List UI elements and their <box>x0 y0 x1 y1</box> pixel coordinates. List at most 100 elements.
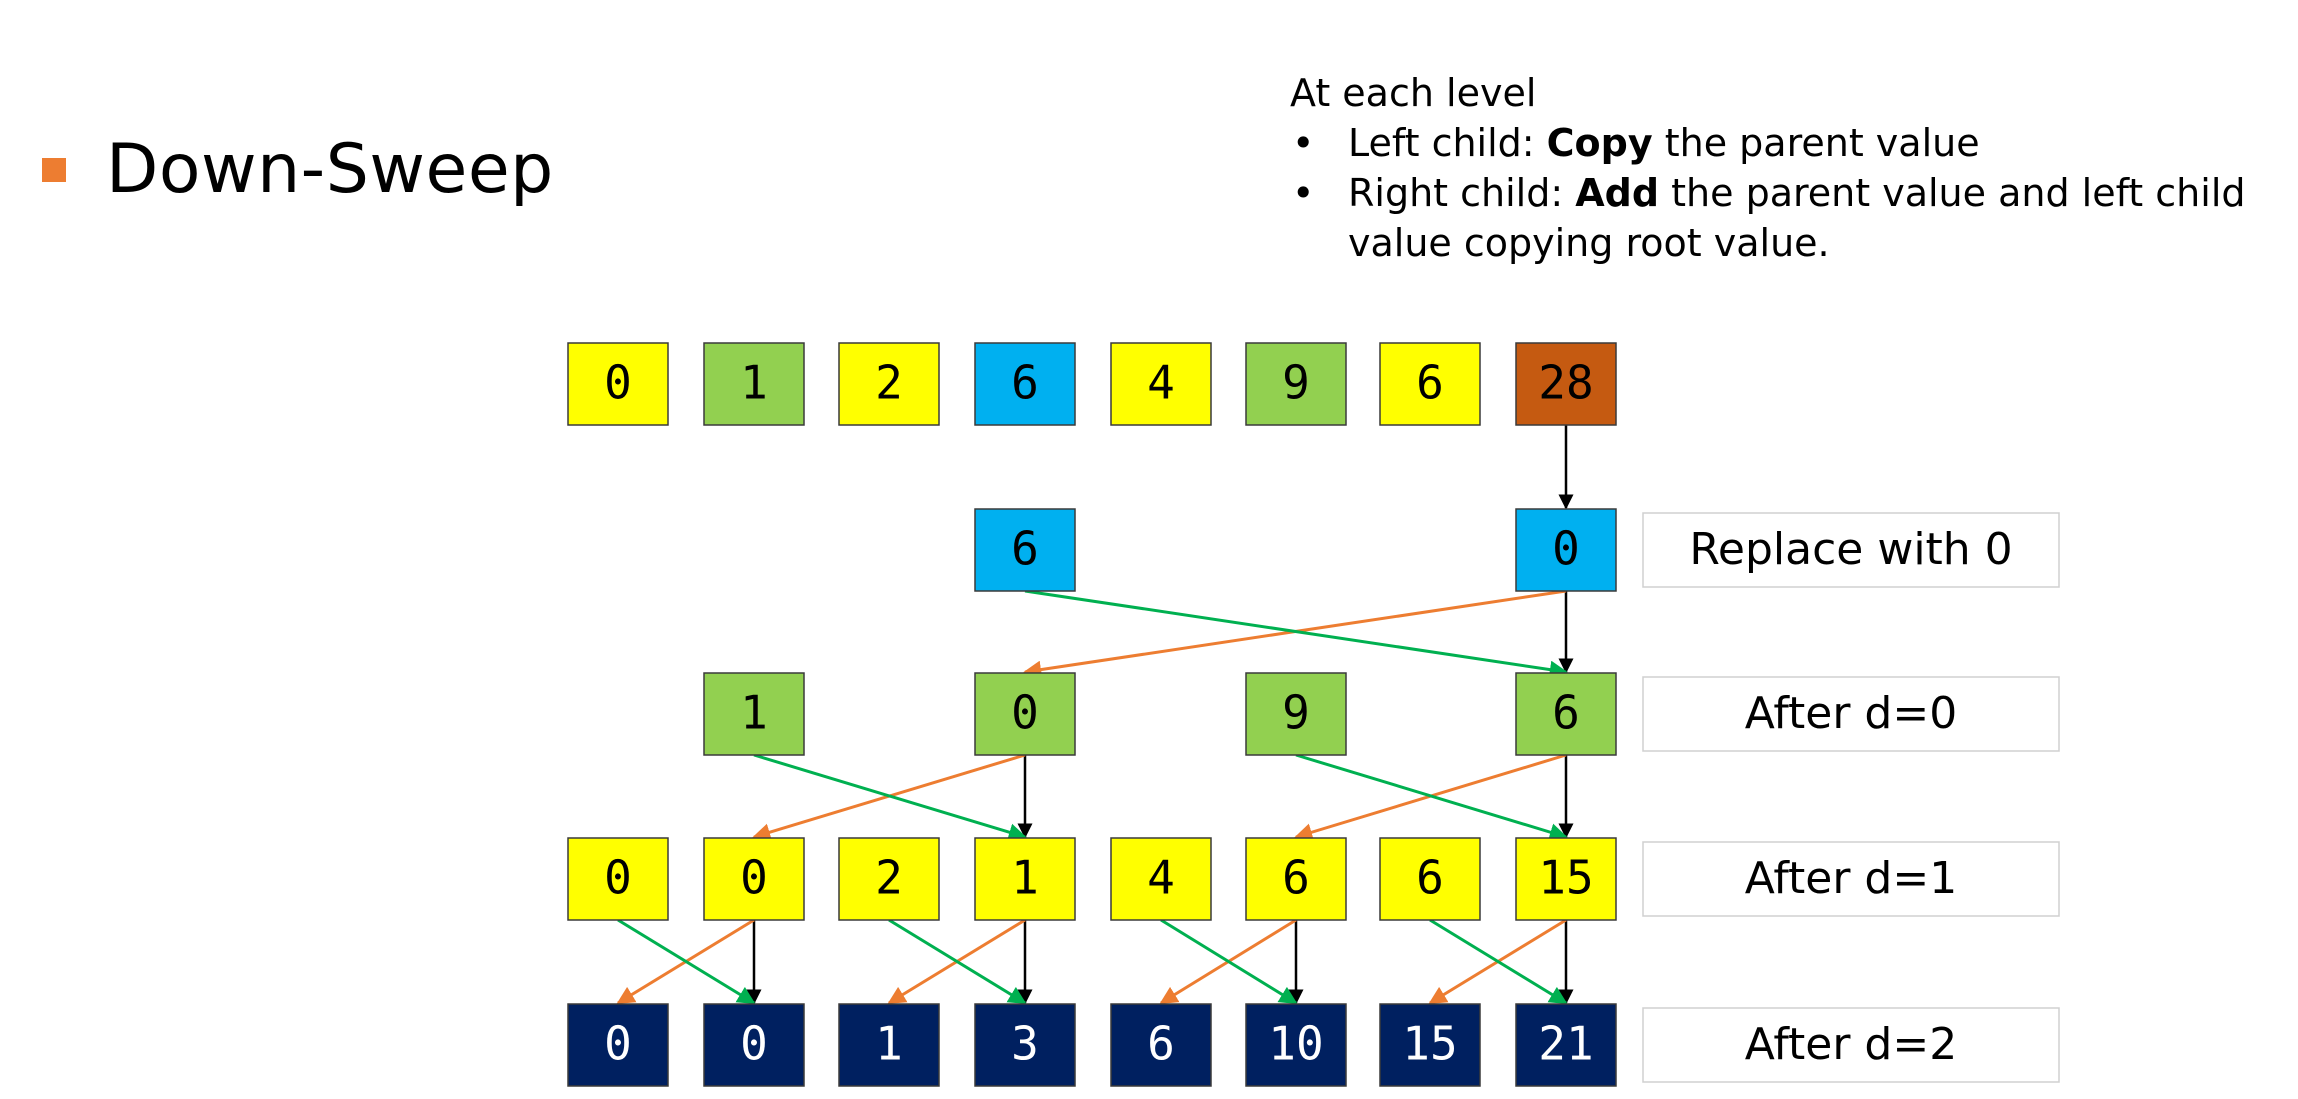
cell-d2-3: 3 <box>974 1003 1076 1087</box>
cell-value: 1 <box>1011 851 1039 905</box>
notes-item-continuation: value copying root value. <box>1348 221 1830 265</box>
notes-item-prefix: Right child: <box>1348 171 1576 215</box>
cell-box <box>567 1003 669 1087</box>
arrow-add-12 <box>617 918 756 1005</box>
arrow-add-15 <box>888 918 1027 1005</box>
row-label-d1: After d=1 <box>1642 841 2060 917</box>
cell-value: 0 <box>604 356 632 410</box>
cell-box <box>974 1003 1076 1087</box>
cell-value: 9 <box>1282 686 1310 740</box>
cell-d0-1: 1 <box>703 672 805 756</box>
row-label-text: After d=0 <box>1745 688 1957 739</box>
cell-value: 0 <box>740 1017 768 1071</box>
arrow-add-18 <box>1160 918 1298 1005</box>
cell-value: 6 <box>1552 686 1580 740</box>
cell-d1-7: 15 <box>1515 837 1617 921</box>
cell-value: 6 <box>1282 851 1310 905</box>
cell-d1-5: 6 <box>1245 837 1347 921</box>
cell-value: 2 <box>875 356 903 410</box>
cell-d2-0: 0 <box>567 1003 669 1087</box>
cell-value: 0 <box>604 851 632 905</box>
cell-value: 1 <box>875 1017 903 1071</box>
cell-box <box>838 1003 940 1087</box>
cell-value: 0 <box>1011 686 1039 740</box>
cell-d2-4: 6 <box>1110 1003 1212 1087</box>
cell-box <box>1515 837 1617 921</box>
cell-input-1: 1 <box>703 342 805 426</box>
cell-value: 6 <box>1416 851 1444 905</box>
title-row: Down-Sweep <box>42 130 554 209</box>
cell-box <box>838 342 940 426</box>
row-label-box <box>1642 841 2060 917</box>
row-label-root: Replace with 0 <box>1642 512 2060 588</box>
cell-value: 6 <box>1011 356 1039 410</box>
cell-d2-5: 10 <box>1245 1003 1347 1087</box>
cell-box <box>1515 672 1617 756</box>
cell-box <box>703 672 805 756</box>
arrow-add-3 <box>1024 589 1568 679</box>
arrow-add-6 <box>753 753 1027 841</box>
cell-value: 0 <box>1552 522 1580 576</box>
cell-input-6: 6 <box>1379 342 1481 426</box>
cell-box <box>1245 837 1347 921</box>
cell-d0-5: 9 <box>1245 672 1347 756</box>
cell-box <box>1110 837 1212 921</box>
notes-item-left-child: • Left child: Copy the parent value <box>1290 118 2246 168</box>
cell-box <box>1515 342 1617 426</box>
cell-input-7: 28 <box>1515 342 1617 426</box>
cell-value: 4 <box>1147 851 1175 905</box>
cell-input-2: 2 <box>838 342 940 426</box>
cell-box <box>567 837 669 921</box>
cell-d0-7: 6 <box>1515 672 1617 756</box>
cell-d1-4: 4 <box>1110 837 1212 921</box>
notes-item-keyword: Add <box>1575 171 1660 215</box>
slide-title: Down-Sweep <box>106 130 554 209</box>
cell-value: 1 <box>740 686 768 740</box>
cell-value: 10 <box>1268 1017 1323 1071</box>
cell-d1-2: 2 <box>838 837 940 921</box>
cell-d2-7: 21 <box>1515 1003 1617 1087</box>
row-label-text: After d=1 <box>1745 853 1957 904</box>
cell-input-5: 9 <box>1245 342 1347 426</box>
arrow-add-21 <box>1429 918 1568 1005</box>
cell-box <box>1245 1003 1347 1087</box>
cell-box <box>1515 1003 1617 1087</box>
cell-d1-0: 0 <box>567 837 669 921</box>
cell-value: 6 <box>1011 522 1039 576</box>
notes-item-prefix: Left child: <box>1348 121 1547 165</box>
cell-value: 0 <box>740 851 768 905</box>
cell-box <box>1110 342 1212 426</box>
cell-box <box>1245 672 1347 756</box>
cell-value: 2 <box>875 851 903 905</box>
cell-input-4: 4 <box>1110 342 1212 426</box>
notes-heading: At each level <box>1290 71 1537 115</box>
cell-d2-2: 1 <box>838 1003 940 1087</box>
cell-value: 9 <box>1282 356 1310 410</box>
cell-box <box>1515 508 1617 592</box>
notes-item-suffix: the parent value and left child <box>1659 171 2246 215</box>
title-bullet-icon <box>42 157 66 182</box>
cell-box <box>703 1003 805 1087</box>
cell-box <box>1379 1003 1481 1087</box>
row-label-d2: After d=2 <box>1642 1007 2060 1083</box>
notes-item-suffix: the parent value <box>1652 121 1980 165</box>
cell-box <box>974 508 1076 592</box>
cell-input-3: 6 <box>974 342 1076 426</box>
row-label-box <box>1642 676 2060 752</box>
cell-d0-3: 0 <box>974 672 1076 756</box>
cell-box <box>703 342 805 426</box>
row-label-d0: After d=0 <box>1642 676 2060 752</box>
cell-value: 28 <box>1538 356 1593 410</box>
bullet-dot-icon: • <box>1292 171 1315 215</box>
cell-box <box>567 342 669 426</box>
cell-value: 6 <box>1147 1017 1175 1071</box>
cell-d1-1: 0 <box>703 837 805 921</box>
cell-d1-3: 1 <box>974 837 1076 921</box>
cell-value: 1 <box>740 356 768 410</box>
row-label-text: After d=2 <box>1745 1019 1957 1070</box>
row-label-text: Replace with 0 <box>1689 524 2012 575</box>
cell-box <box>1245 342 1347 426</box>
